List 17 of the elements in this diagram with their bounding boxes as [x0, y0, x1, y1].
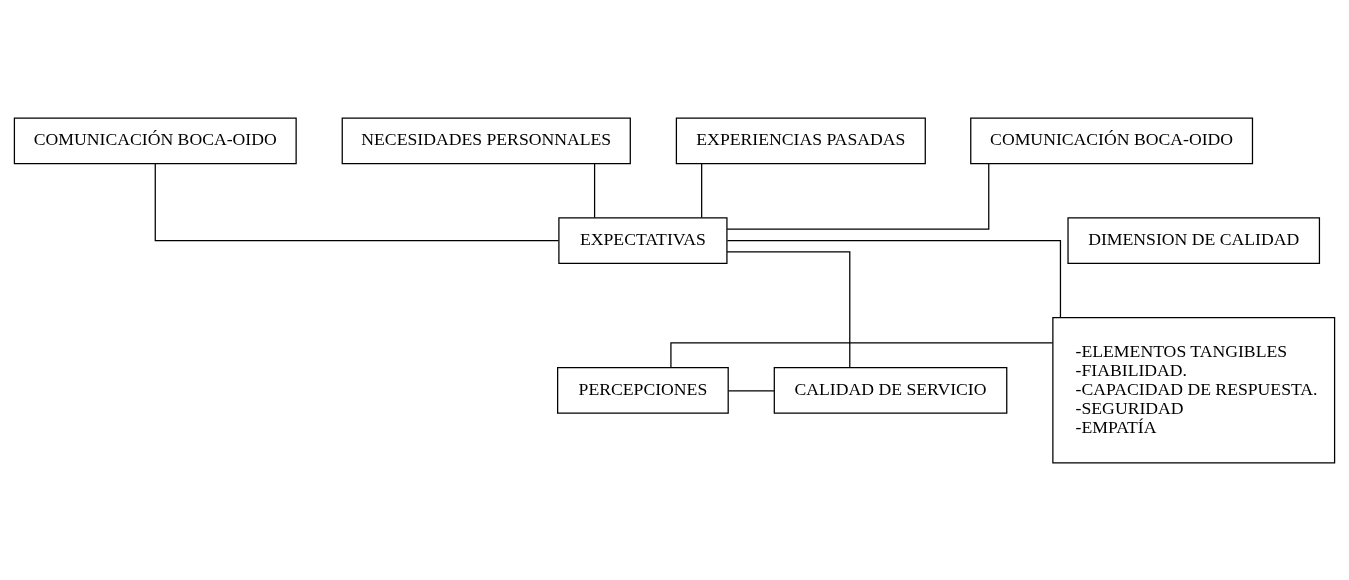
node-box: PERCEPCIONES [557, 366, 729, 414]
connector [670, 341, 1054, 368]
connector [593, 162, 596, 218]
node-box: CALIDAD DE SERVICIO [773, 366, 1008, 414]
connector [726, 162, 990, 230]
node-box: EXPECTATIVAS [558, 216, 728, 264]
connector [726, 250, 851, 368]
node-box: -ELEMENTOS TANGIBLES -FIABILIDAD. -CAPACIDAD DE RESPUESTA. -SEGURIDAD -EMPATÍA [1052, 316, 1336, 464]
node-box: COMUNICACIÓN BOCA-OIDO [13, 116, 297, 164]
node-box: EXPERIENCIAS PASADAS [675, 116, 926, 164]
connector [701, 162, 703, 218]
connector [727, 389, 775, 392]
connector [726, 239, 1062, 318]
node-box: COMUNICACIÓN BOCA-OIDO [970, 116, 1254, 164]
node-box: DIMENSION DE CALIDAD [1067, 216, 1321, 264]
connector [154, 162, 560, 241]
node-box: NECESIDADES PERSONNALES [341, 116, 631, 164]
